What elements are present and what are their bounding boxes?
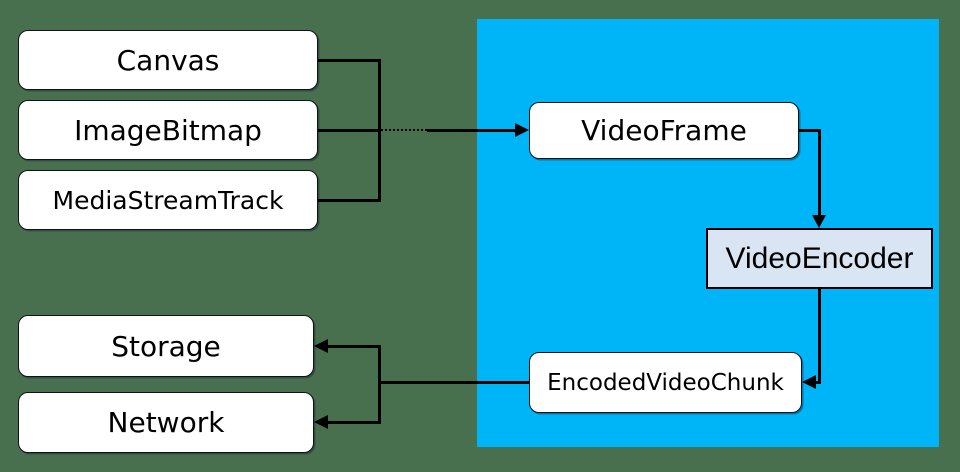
connector-canvas-stub bbox=[318, 59, 381, 62]
node-encodedvideochunk-label: EncodedVideoChunk bbox=[547, 369, 784, 396]
connector-imagebitmap-stub bbox=[318, 129, 381, 132]
node-videoencoder: VideoEncoder bbox=[706, 228, 933, 289]
node-videoframe: VideoFrame bbox=[529, 102, 799, 159]
connector-storage-stub bbox=[327, 345, 380, 348]
node-canvas: Canvas bbox=[18, 30, 318, 90]
connector-network-stub bbox=[327, 421, 380, 424]
connector-to-videoframe-shaft bbox=[427, 129, 516, 132]
arrowhead-into-storage bbox=[314, 339, 328, 353]
node-storage: Storage bbox=[18, 315, 314, 377]
connector-junction-dotted-segment bbox=[381, 129, 427, 131]
node-canvas-label: Canvas bbox=[116, 43, 220, 77]
node-imagebitmap-label: ImageBitmap bbox=[74, 113, 262, 147]
arrowhead-into-videoframe bbox=[515, 123, 529, 137]
node-encodedvideochunk: EncodedVideoChunk bbox=[529, 352, 802, 413]
connector-sink-junction-vertical bbox=[378, 345, 381, 424]
connector-encodedvideochunk-left-line bbox=[380, 381, 529, 384]
arrowhead-into-videoencoder bbox=[812, 215, 826, 228]
node-videoencoder-label: VideoEncoder bbox=[725, 241, 914, 275]
node-mediastreamtrack-label: MediaStreamTrack bbox=[52, 185, 284, 215]
connector-videoframe-down-vertical bbox=[818, 129, 821, 216]
connector-mediastreamtrack-stub bbox=[318, 199, 381, 202]
node-imagebitmap: ImageBitmap bbox=[18, 100, 318, 160]
connector-videoframe-right-stub bbox=[799, 129, 821, 132]
node-network: Network bbox=[18, 392, 314, 453]
arrowhead-into-network bbox=[314, 415, 328, 429]
node-storage-label: Storage bbox=[111, 329, 221, 363]
node-videoframe-label: VideoFrame bbox=[581, 114, 747, 147]
node-network-label: Network bbox=[107, 406, 225, 439]
connector-videoencoder-down-vertical bbox=[818, 289, 821, 384]
node-mediastreamtrack: MediaStreamTrack bbox=[18, 170, 318, 230]
arrowhead-into-encodedvideochunk bbox=[802, 375, 816, 389]
connector-videoencoder-left-jog bbox=[814, 381, 821, 384]
